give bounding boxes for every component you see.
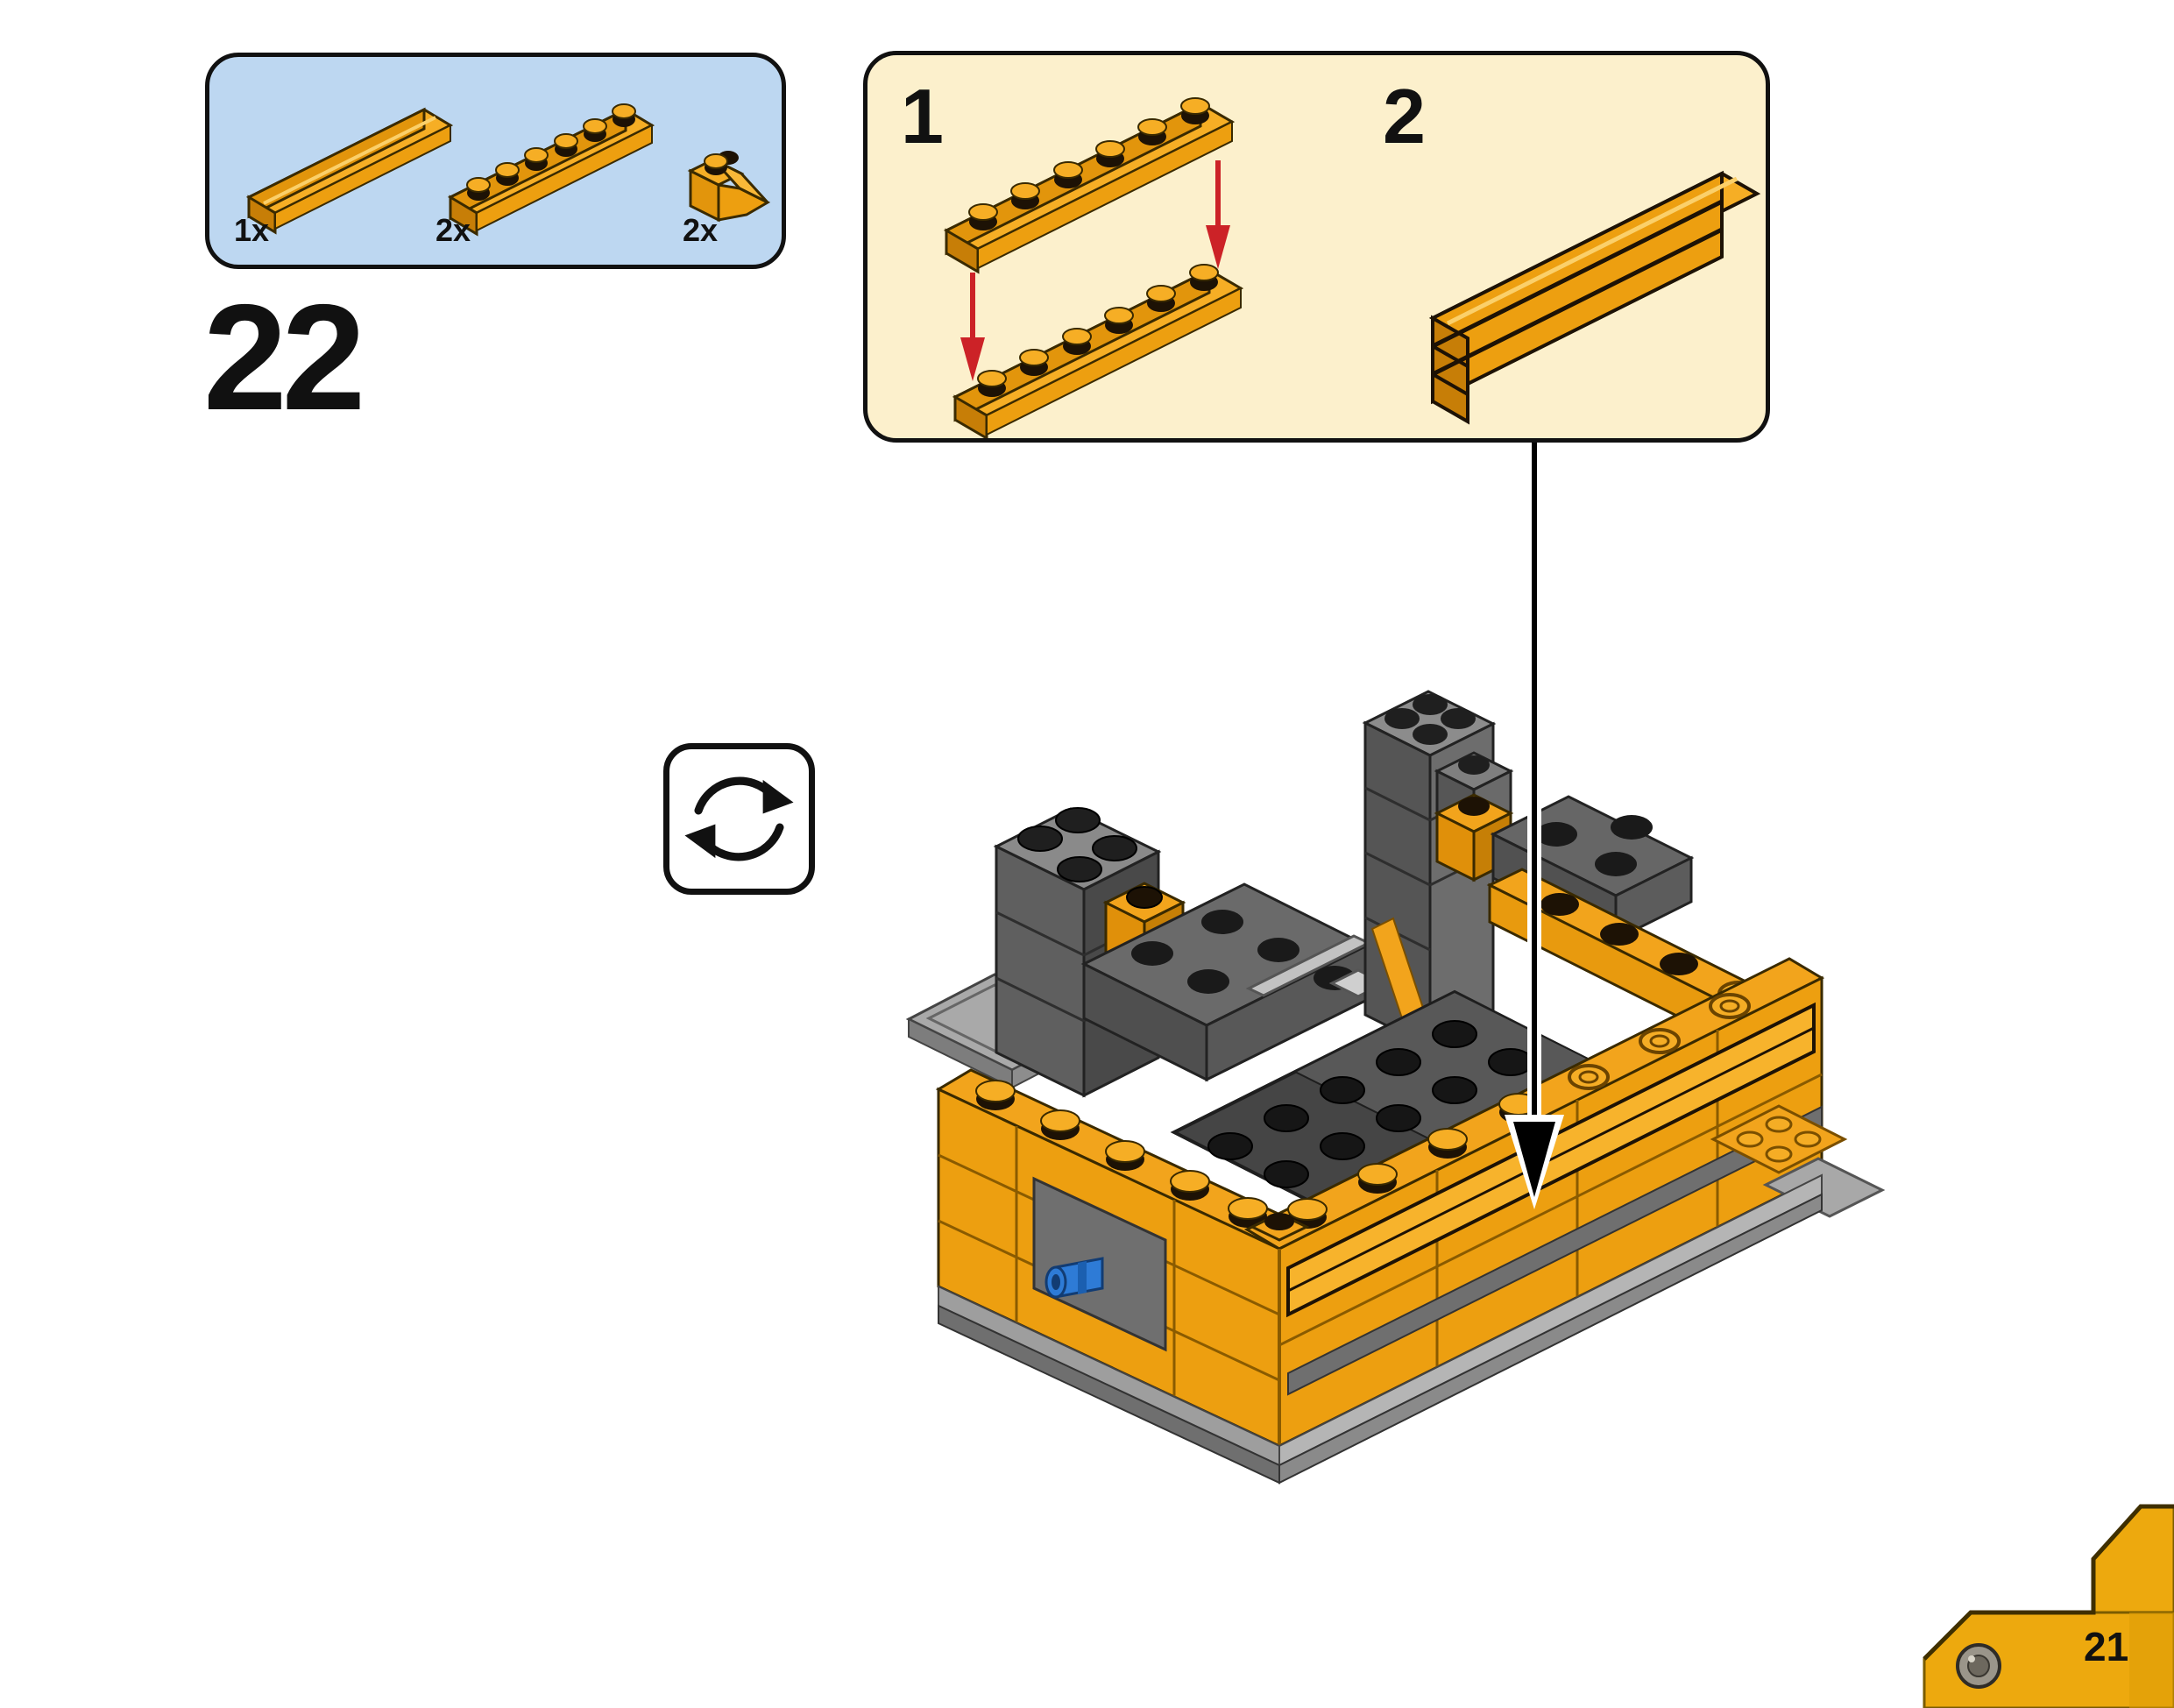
part-count-tile: 1x: [234, 212, 270, 248]
left-yellow-wall: [935, 1068, 1315, 1449]
yellow-plate-wing-right: [1710, 1104, 1886, 1218]
substep-1-label: 1: [901, 73, 944, 159]
part-plate-1x6-icon: [447, 103, 655, 237]
rotate-model-icon: [663, 743, 815, 895]
page-number: 21: [2084, 1624, 2129, 1669]
gray-ledge: [1490, 795, 1695, 942]
part-count-slope: 2x: [683, 212, 719, 248]
tall-gray-tower: [1362, 690, 1497, 1050]
step-number: 22: [203, 273, 365, 442]
front-corner-brick: [1249, 1212, 1310, 1446]
substep1-bottom-plate: [952, 264, 1244, 438]
light-gray-details: [1245, 934, 1427, 998]
substep-illustrations: [943, 97, 1761, 438]
gray-step-band: [1080, 882, 1370, 1082]
yellow-stud-row-right: [1486, 868, 1809, 1067]
technic-pin-blue: [1045, 1257, 1104, 1299]
tower-side-bricks: [1434, 751, 1514, 882]
part-count-plate: 2x: [436, 212, 471, 248]
right-yellow-wall: [1243, 957, 1825, 1449]
part-tile-1x6-icon: [245, 107, 454, 235]
substep-box: 1 2: [863, 51, 1770, 443]
left-gray-tower: [993, 807, 1162, 1098]
lego-stud-icon: [1956, 1643, 2001, 1689]
base-plate-front: [938, 1173, 1823, 1485]
base-plate-left-wing: [905, 973, 1101, 1089]
substep-2-label: 2: [1383, 73, 1426, 159]
part-slope-brick-icon: [687, 151, 771, 223]
placement-arrow: [1505, 443, 1564, 1209]
red-placement-arrows-icon: [960, 160, 1230, 381]
parts-illustrations: [245, 103, 771, 237]
interior-platform: [1170, 989, 1735, 1275]
substep1-top-plate: [943, 97, 1236, 274]
yellow-brick-left: [1102, 882, 1186, 977]
substep2-assembled-beam: [1428, 170, 1761, 425]
page-corner-ornament: [1923, 1504, 2174, 1708]
parts-callout-box: 1x 2x 2x: [205, 53, 786, 269]
